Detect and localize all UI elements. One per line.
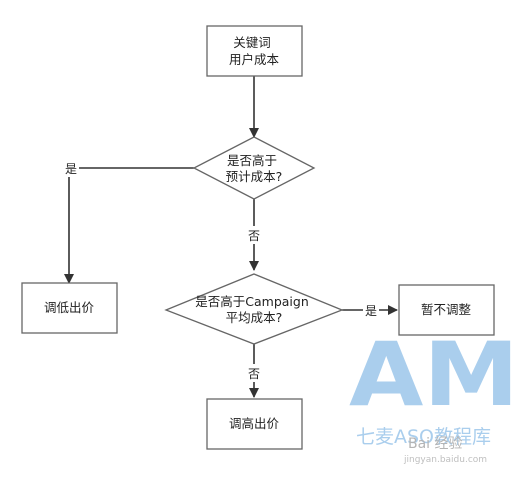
node-no-adjust: 暂不调整 (398, 284, 495, 336)
edge-label-no-1: 否 (248, 229, 260, 243)
node-above-campaign-line-2: 平均成本? (226, 310, 283, 325)
node-above-expected-line-2: 预计成本? (226, 169, 283, 184)
svg-text:调低出价: 调低出价 (44, 300, 95, 315)
node-keyword-cost-line-1: 关键词 (233, 35, 271, 50)
watermark-baidu-text: Bai 经验 (408, 436, 463, 452)
watermark-logo: AM (349, 323, 519, 426)
node-above-expected-decision: 是否高于 预计成本? (192, 136, 316, 200)
watermark-url: jingyan.baidu.com (403, 455, 487, 465)
svg-text:暂不调整: 暂不调整 (421, 302, 472, 317)
svg-text:调高出价: 调高出价 (229, 416, 280, 431)
node-raise-bid-line-1: 调高出价 (229, 416, 280, 431)
edge-decision1-yes (64, 167, 194, 284)
node-lower-bid-line-1: 调低出价 (44, 300, 95, 315)
edge-label-yes-2: 是 (365, 304, 377, 318)
edges (64, 76, 398, 398)
watermark: AM 七麦ASO教程库 Bai 经验 jingyan.baidu.com (349, 323, 519, 465)
svg-text:是否高于Campaign 平均成本?: 是否高于Campaign 平均成本? (195, 294, 312, 325)
svg-text:关键词 用户成本: 关键词 用户成本 (229, 35, 280, 67)
node-lower-bid: 调低出价 (21, 282, 118, 334)
edge-labels: 是 否 是 否 (63, 159, 379, 382)
edge-label-yes-1: 是 (65, 162, 77, 176)
node-above-campaign-decision: 是否高于Campaign 平均成本? (164, 273, 344, 345)
svg-text:是否高于 预计成本?: 是否高于 预计成本? (226, 153, 283, 184)
watermark-text: 七麦ASO教程库 (356, 426, 491, 448)
node-above-expected-line-1: 是否高于 (227, 153, 277, 168)
node-no-adjust-line-1: 暂不调整 (421, 302, 472, 317)
node-keyword-cost-line-2: 用户成本 (229, 52, 280, 67)
edge-label-no-2: 否 (248, 367, 260, 381)
node-above-campaign-line-1: 是否高于Campaign (195, 294, 309, 309)
node-raise-bid: 调高出价 (206, 398, 303, 450)
node-keyword-cost: 关键词 用户成本 (206, 25, 303, 77)
